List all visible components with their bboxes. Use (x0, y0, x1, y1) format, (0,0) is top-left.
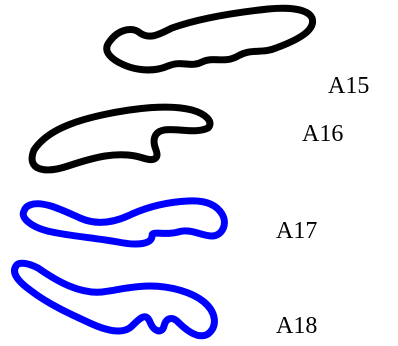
label-a17: A17 (276, 218, 317, 244)
shape-a16 (28, 103, 214, 174)
label-a16: A16 (302, 121, 343, 147)
shape-a17 (19, 197, 228, 248)
shape-a15 (103, 4, 316, 74)
label-a18: A18 (276, 313, 317, 339)
label-a15: A15 (328, 73, 369, 99)
shape-a18 (11, 259, 218, 340)
